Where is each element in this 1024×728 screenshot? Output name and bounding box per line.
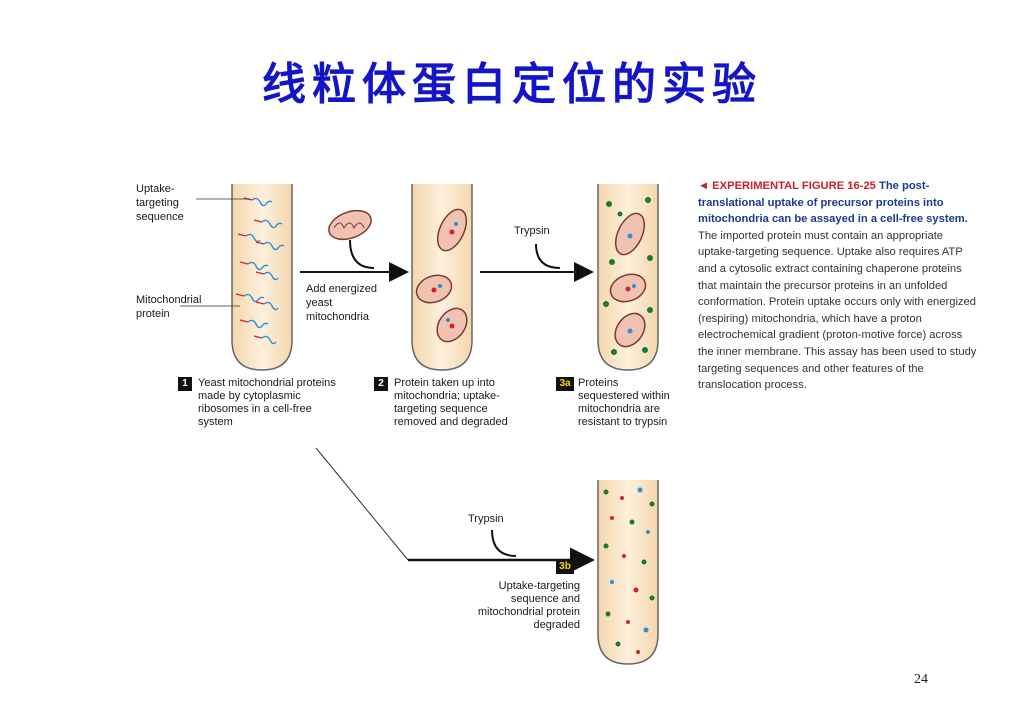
label-uptake-targeting-2: targeting xyxy=(136,197,179,209)
trypsin-hook-top xyxy=(535,243,561,269)
step-3a-text: Proteins sequestered within mitochondria… xyxy=(578,377,670,428)
degraded-fragments-3b xyxy=(603,487,655,654)
precursor-proteins xyxy=(235,197,285,345)
label-mito-protein-1: Mitochondrial xyxy=(136,294,201,306)
label-add-mito-3: mitochondria xyxy=(306,311,370,323)
tube-3b xyxy=(597,480,659,665)
step-3b-text: Uptake-targeting sequence and mitochondr… xyxy=(477,580,580,631)
label-uptake-targeting-3: sequence xyxy=(136,211,184,223)
step-2-text: Protein taken up into mitochondria; upta… xyxy=(394,377,508,428)
drop-arrow-1 xyxy=(349,239,375,269)
caption-label: ◄ EXPERIMENTAL FIGURE 16-25 xyxy=(698,180,876,192)
mitochondria-tube-3a xyxy=(609,212,647,348)
mitochondrion-icon xyxy=(328,209,372,241)
step-2-badge: 2 xyxy=(374,377,388,391)
label-add-mito-1: Add energized xyxy=(306,283,377,295)
label-add-mito-2: yeast xyxy=(306,297,332,309)
label-mito-protein-2: protein xyxy=(136,308,170,320)
trypsin-fragments-3a xyxy=(603,197,653,355)
trypsin-hook-bottom xyxy=(491,529,517,557)
step-1-badge: 1 xyxy=(178,377,192,391)
tube-1 xyxy=(231,184,293,371)
step-3b-badge: 3b xyxy=(556,560,574,574)
mitochondria-tube-2 xyxy=(415,208,468,343)
step-3a-badge: 3a xyxy=(556,377,574,391)
branch-line xyxy=(315,447,409,561)
slide-title: 线粒体蛋白定位的实验 xyxy=(262,59,762,110)
step-1-text: Yeast mitochondrial proteins made by cyt… xyxy=(198,377,336,428)
caption-body: The imported protein must contain an app… xyxy=(698,229,977,392)
figure-caption: ◄ EXPERIMENTAL FIGURE 16-25 The post-tra… xyxy=(698,178,980,394)
page-number: 24 xyxy=(914,672,928,687)
label-trypsin-top: Trypsin xyxy=(514,225,550,237)
caption-title: The post-translational uptake of precurs… xyxy=(698,180,968,226)
label-trypsin-bottom: Trypsin xyxy=(468,513,504,525)
label-uptake-targeting-1: Uptake- xyxy=(136,183,175,195)
